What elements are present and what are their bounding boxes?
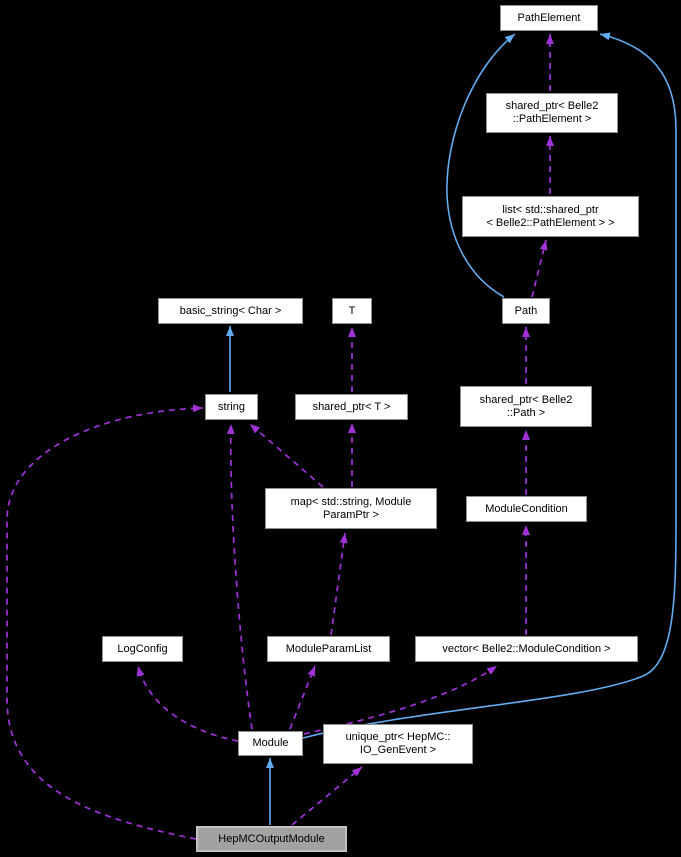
edge-module-to-string bbox=[226, 423, 253, 730]
node-label: Path bbox=[514, 304, 538, 317]
node-shared-ptr-belle2-pathelement[interactable]: shared_ptr< Belle2 ::PathElement > bbox=[486, 93, 618, 133]
edge-map-to-string bbox=[249, 423, 324, 488]
edge-hepmcoutputmodule-to-uniqueptr bbox=[291, 766, 363, 826]
edge-module-to-pathelement bbox=[302, 32, 677, 739]
node-t[interactable]: T bbox=[332, 298, 372, 324]
node-unique-ptr-hepmc-io-genevent[interactable]: unique_ptr< HepMC:: IO_GenEvent > bbox=[323, 724, 473, 764]
node-label: shared_ptr< Belle2 ::Path > bbox=[479, 393, 573, 419]
node-map-string-moduleparamptr[interactable]: map< std::string, Module ParamPtr > bbox=[265, 488, 437, 529]
edge-module-to-vector bbox=[303, 665, 498, 735]
node-vector-belle2-modulecondition[interactable]: vector< Belle2::ModuleCondition > bbox=[415, 636, 638, 662]
node-module[interactable]: Module bbox=[238, 731, 303, 756]
edge-path-to-list bbox=[531, 239, 548, 298]
node-modulecondition[interactable]: ModuleCondition bbox=[466, 496, 587, 522]
edge-hepmcoutputmodule-to-string bbox=[6, 404, 204, 840]
node-label: shared_ptr< Belle2 ::PathElement > bbox=[505, 100, 599, 125]
node-string[interactable]: string bbox=[205, 394, 258, 420]
node-logconfig[interactable]: LogConfig bbox=[102, 636, 183, 662]
edge-moduleparamlist-to-map bbox=[330, 532, 348, 636]
node-hepmcoutputmodule: HepMCOutputModule bbox=[196, 826, 347, 852]
node-label: PathElement bbox=[517, 11, 581, 24]
node-label: ModuleCondition bbox=[485, 502, 568, 515]
node-label: string bbox=[218, 400, 245, 413]
node-label: LogConfig bbox=[117, 642, 168, 655]
node-path[interactable]: Path bbox=[502, 298, 550, 324]
node-label: unique_ptr< HepMC:: IO_GenEvent > bbox=[345, 731, 451, 756]
node-label: Module bbox=[252, 737, 289, 749]
node-label: map< std::string, Module ParamPtr > bbox=[290, 495, 412, 521]
node-label: list< std::shared_ptr < Belle2::PathElem… bbox=[486, 203, 615, 229]
node-shared-ptr-belle2-path[interactable]: shared_ptr< Belle2 ::Path > bbox=[460, 386, 592, 427]
node-label: shared_ptr< T > bbox=[312, 400, 391, 413]
node-label: basic_string< Char > bbox=[179, 304, 282, 317]
node-basic-string-char[interactable]: basic_string< Char > bbox=[158, 298, 303, 324]
node-label: HepMCOutputModule bbox=[218, 832, 325, 845]
node-label: T bbox=[348, 304, 356, 317]
edge-module-to-moduleparamlist bbox=[289, 665, 316, 730]
node-pathelement[interactable]: PathElement bbox=[500, 5, 598, 31]
edge-module-to-logconfig bbox=[136, 665, 239, 742]
node-label: vector< Belle2::ModuleCondition > bbox=[442, 642, 611, 655]
edge-path-to-pathelement bbox=[446, 33, 516, 298]
node-label: ModuleParamList bbox=[285, 642, 372, 655]
node-list-shared-ptr-pathelement[interactable]: list< std::shared_ptr < Belle2::PathElem… bbox=[462, 196, 639, 237]
node-moduleparamlist[interactable]: ModuleParamList bbox=[267, 636, 390, 662]
node-shared-ptr-t[interactable]: shared_ptr< T > bbox=[295, 394, 408, 420]
